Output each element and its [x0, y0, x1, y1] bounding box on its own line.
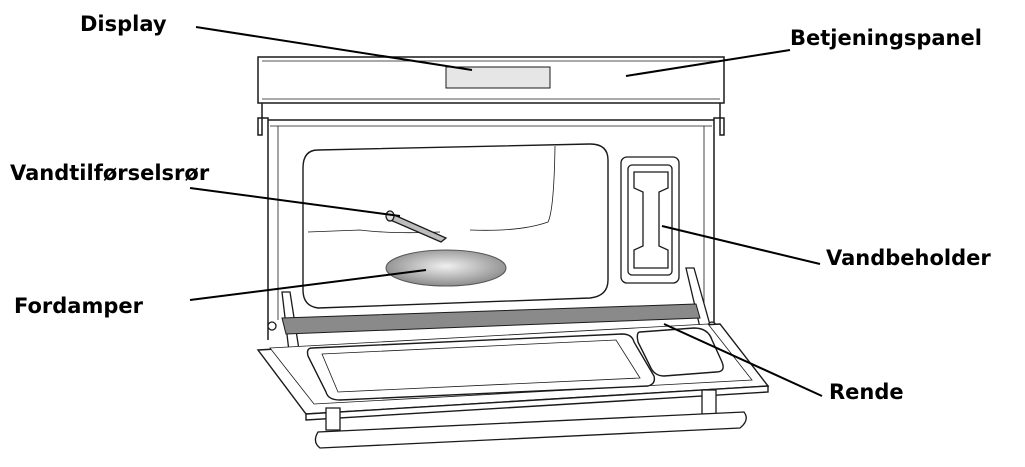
leader-control-panel [625, 49, 791, 77]
leader-water-pipe [189, 187, 401, 217]
display-window [445, 66, 551, 89]
leader-display [195, 26, 473, 71]
gutter-channel [281, 303, 701, 335]
door-handle [314, 389, 747, 449]
evaporator-dish [385, 249, 507, 287]
label-control-panel: Betjeningspanel [790, 26, 982, 50]
leader-water-tank [661, 225, 821, 265]
label-gutter: Rende [829, 380, 904, 404]
leader-evaporator [189, 269, 427, 301]
leader-gutter [663, 323, 823, 397]
oven-housing [257, 56, 725, 340]
open-door [256, 323, 770, 421]
cavity-frame [261, 103, 721, 340]
label-water-tank: Vandbeholder [826, 246, 991, 270]
label-display: Display [80, 12, 167, 36]
water-tank [620, 156, 680, 284]
label-evaporator: Fordamper [14, 294, 143, 318]
oven-cavity [302, 143, 609, 309]
label-water-pipe: Vandtilførselsrør [10, 161, 210, 185]
leader-lines [189, 26, 823, 397]
